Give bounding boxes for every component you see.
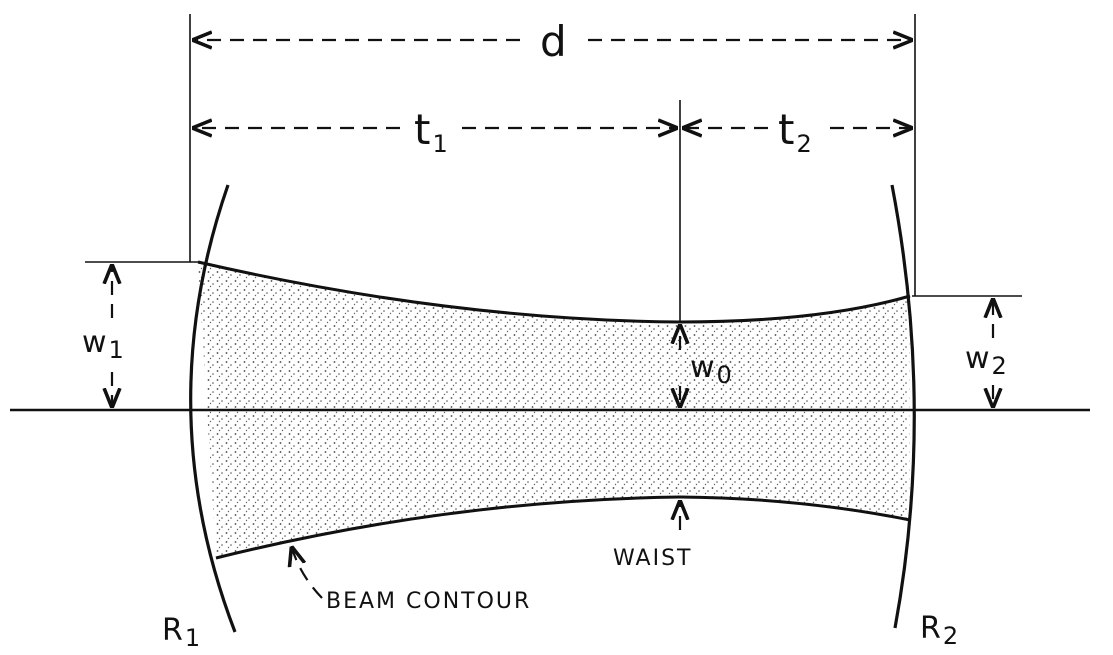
label-waist: WAIST — [613, 546, 693, 571]
label-r1: R1 — [162, 613, 200, 652]
label-w2: w2 — [965, 341, 1007, 380]
label-t1: t1 — [414, 105, 448, 158]
label-w0: w0 — [690, 350, 732, 389]
label-r2: R2 — [920, 611, 958, 650]
mirror-r1 — [189, 184, 237, 633]
label-w1: w1 — [82, 325, 124, 364]
beam-contour-pointer — [292, 548, 323, 599]
label-t2: t2 — [778, 105, 812, 158]
label-beam-contour: BEAM CONTOUR — [326, 589, 531, 614]
mirror-r2 — [890, 184, 916, 629]
beam-contour-lower — [215, 495, 911, 560]
label-d: d — [540, 17, 567, 66]
beam-contour-upper — [197, 260, 911, 324]
